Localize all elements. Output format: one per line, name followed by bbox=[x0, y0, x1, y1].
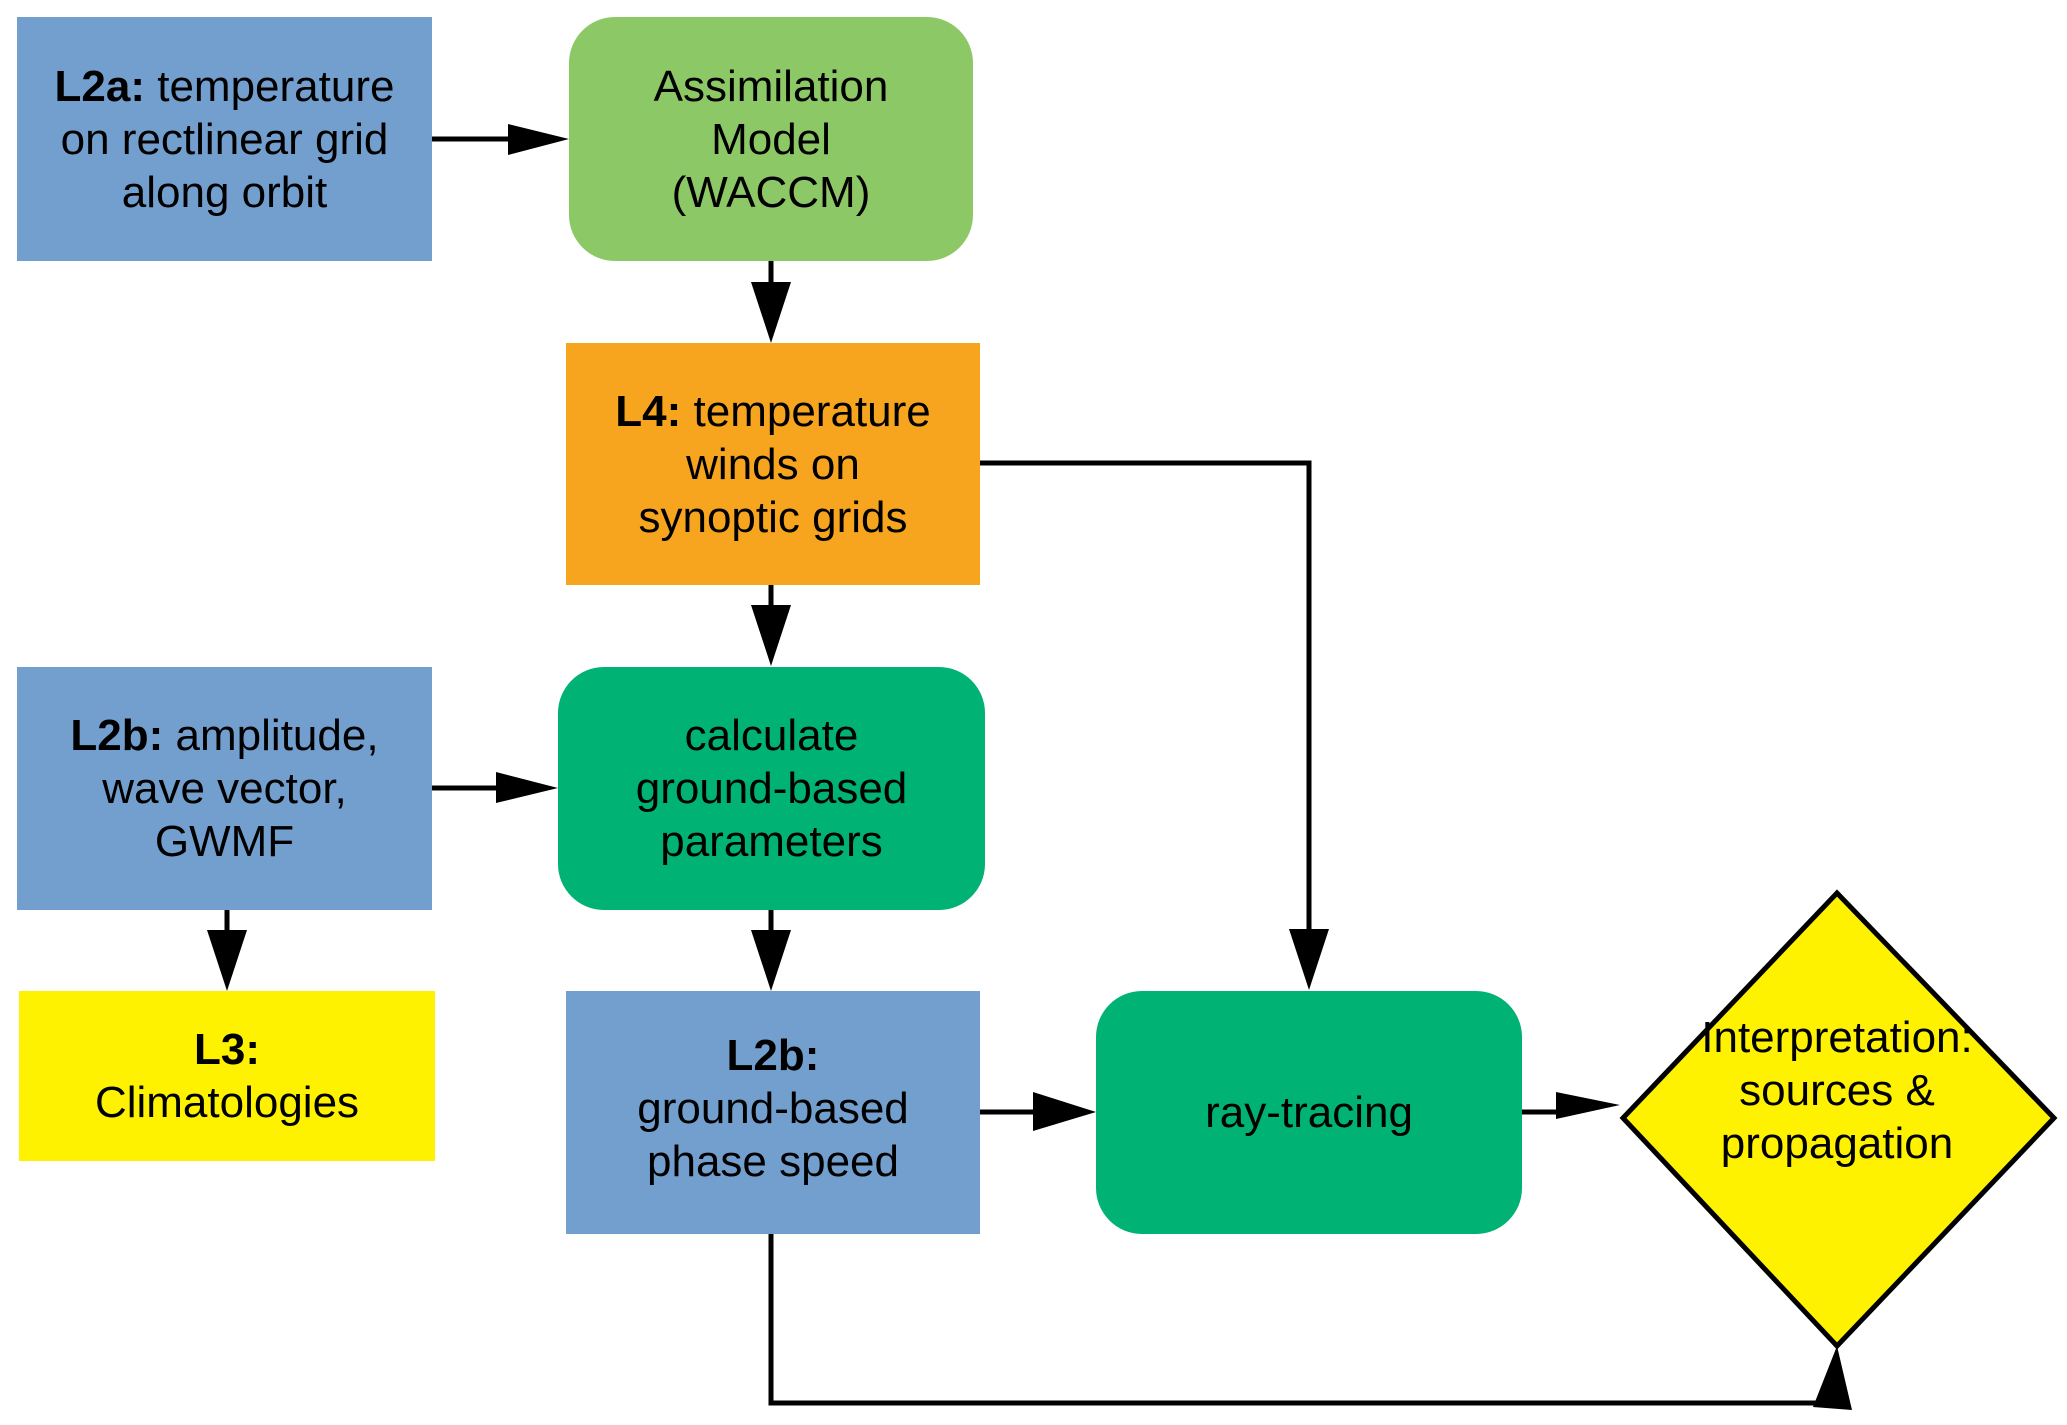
node-l4-level: L4: bbox=[615, 386, 682, 436]
arrowhead-icon bbox=[496, 772, 558, 803]
node-l4-line-3: synoptic grids bbox=[638, 492, 908, 542]
node-l2b-phase[interactable]: L2b: ground-based phase speed bbox=[566, 991, 980, 1234]
node-l2a[interactable]: L2a: temperature on rectlinear grid alon… bbox=[17, 17, 432, 261]
node-l2b-amplitude-line-2: wave vector, bbox=[102, 764, 347, 813]
node-l2b-amplitude[interactable]: L2b: amplitude, wave vector, GWMF bbox=[17, 667, 432, 910]
interpretation-diamond[interactable] bbox=[1619, 889, 2058, 1350]
node-ray-tracing-line-1: ray-tracing bbox=[1205, 1088, 1413, 1137]
node-ray-tracing[interactable]: ray-tracing bbox=[1096, 991, 1522, 1234]
arrowhead-icon bbox=[1033, 1092, 1096, 1131]
node-l4-line-1: temperature bbox=[693, 386, 931, 436]
node-l2b-phase-line-1: ground-based bbox=[637, 1084, 909, 1133]
node-l4-line-2: winds on bbox=[686, 439, 860, 489]
node-interpretation-line-3: propagation bbox=[1720, 1118, 1954, 1168]
node-interpretation-line-1: Interpretation: bbox=[1701, 1012, 1973, 1062]
node-waccm[interactable]: Assimilation Model (WACCM) bbox=[569, 17, 973, 261]
node-interpretation-line-2: sources & bbox=[1739, 1065, 1935, 1115]
node-l2b-phase-level: L2b: bbox=[726, 1031, 820, 1080]
node-calculate-line-2: ground-based bbox=[635, 764, 908, 813]
node-waccm-line-3: (WACCM) bbox=[671, 167, 871, 217]
arrowhead-icon bbox=[1813, 1346, 1852, 1410]
node-interpretation-label: Interpretation: sources & propagation bbox=[1650, 1010, 2024, 1170]
node-l3-line-1: Climatologies bbox=[94, 1078, 360, 1127]
arrowhead-icon bbox=[1289, 929, 1329, 990]
node-l2a-level: L2a: bbox=[54, 61, 145, 111]
arrowhead-icon bbox=[751, 605, 791, 666]
node-l4[interactable]: L4: temperature winds on synoptic grids bbox=[566, 343, 980, 585]
node-calculate-line-3: parameters bbox=[660, 817, 883, 866]
node-waccm-line-1: Assimilation bbox=[653, 61, 889, 111]
node-waccm-line-2: Model bbox=[711, 114, 831, 164]
node-l3[interactable]: L3: Climatologies bbox=[19, 991, 435, 1161]
arrowhead-icon bbox=[207, 930, 247, 991]
node-l2b-amplitude-line-3: GWMF bbox=[154, 817, 295, 866]
arrowhead-icon bbox=[1556, 1092, 1620, 1119]
node-calculate[interactable]: calculate ground-based parameters bbox=[558, 667, 985, 910]
edge-l4-raytracing bbox=[980, 460, 1312, 930]
node-l2a-line-2: on rectlinear grid bbox=[60, 114, 389, 164]
node-l2a-line-1: temperature bbox=[157, 61, 395, 111]
arrowhead-icon bbox=[751, 282, 791, 343]
arrowhead-icon bbox=[508, 124, 569, 155]
node-l2b-phase-line-2: phase speed bbox=[647, 1137, 899, 1186]
node-l3-level: L3: bbox=[194, 1025, 260, 1074]
node-calculate-line-1: calculate bbox=[684, 711, 859, 760]
arrowhead-icon bbox=[751, 930, 791, 991]
node-l2a-line-3: along orbit bbox=[121, 167, 328, 217]
edge-l2bphase-interpretation bbox=[768, 1234, 1823, 1406]
node-l2b-amplitude-level: L2b: bbox=[70, 711, 164, 760]
node-l2b-amplitude-line-1: amplitude, bbox=[175, 711, 379, 760]
